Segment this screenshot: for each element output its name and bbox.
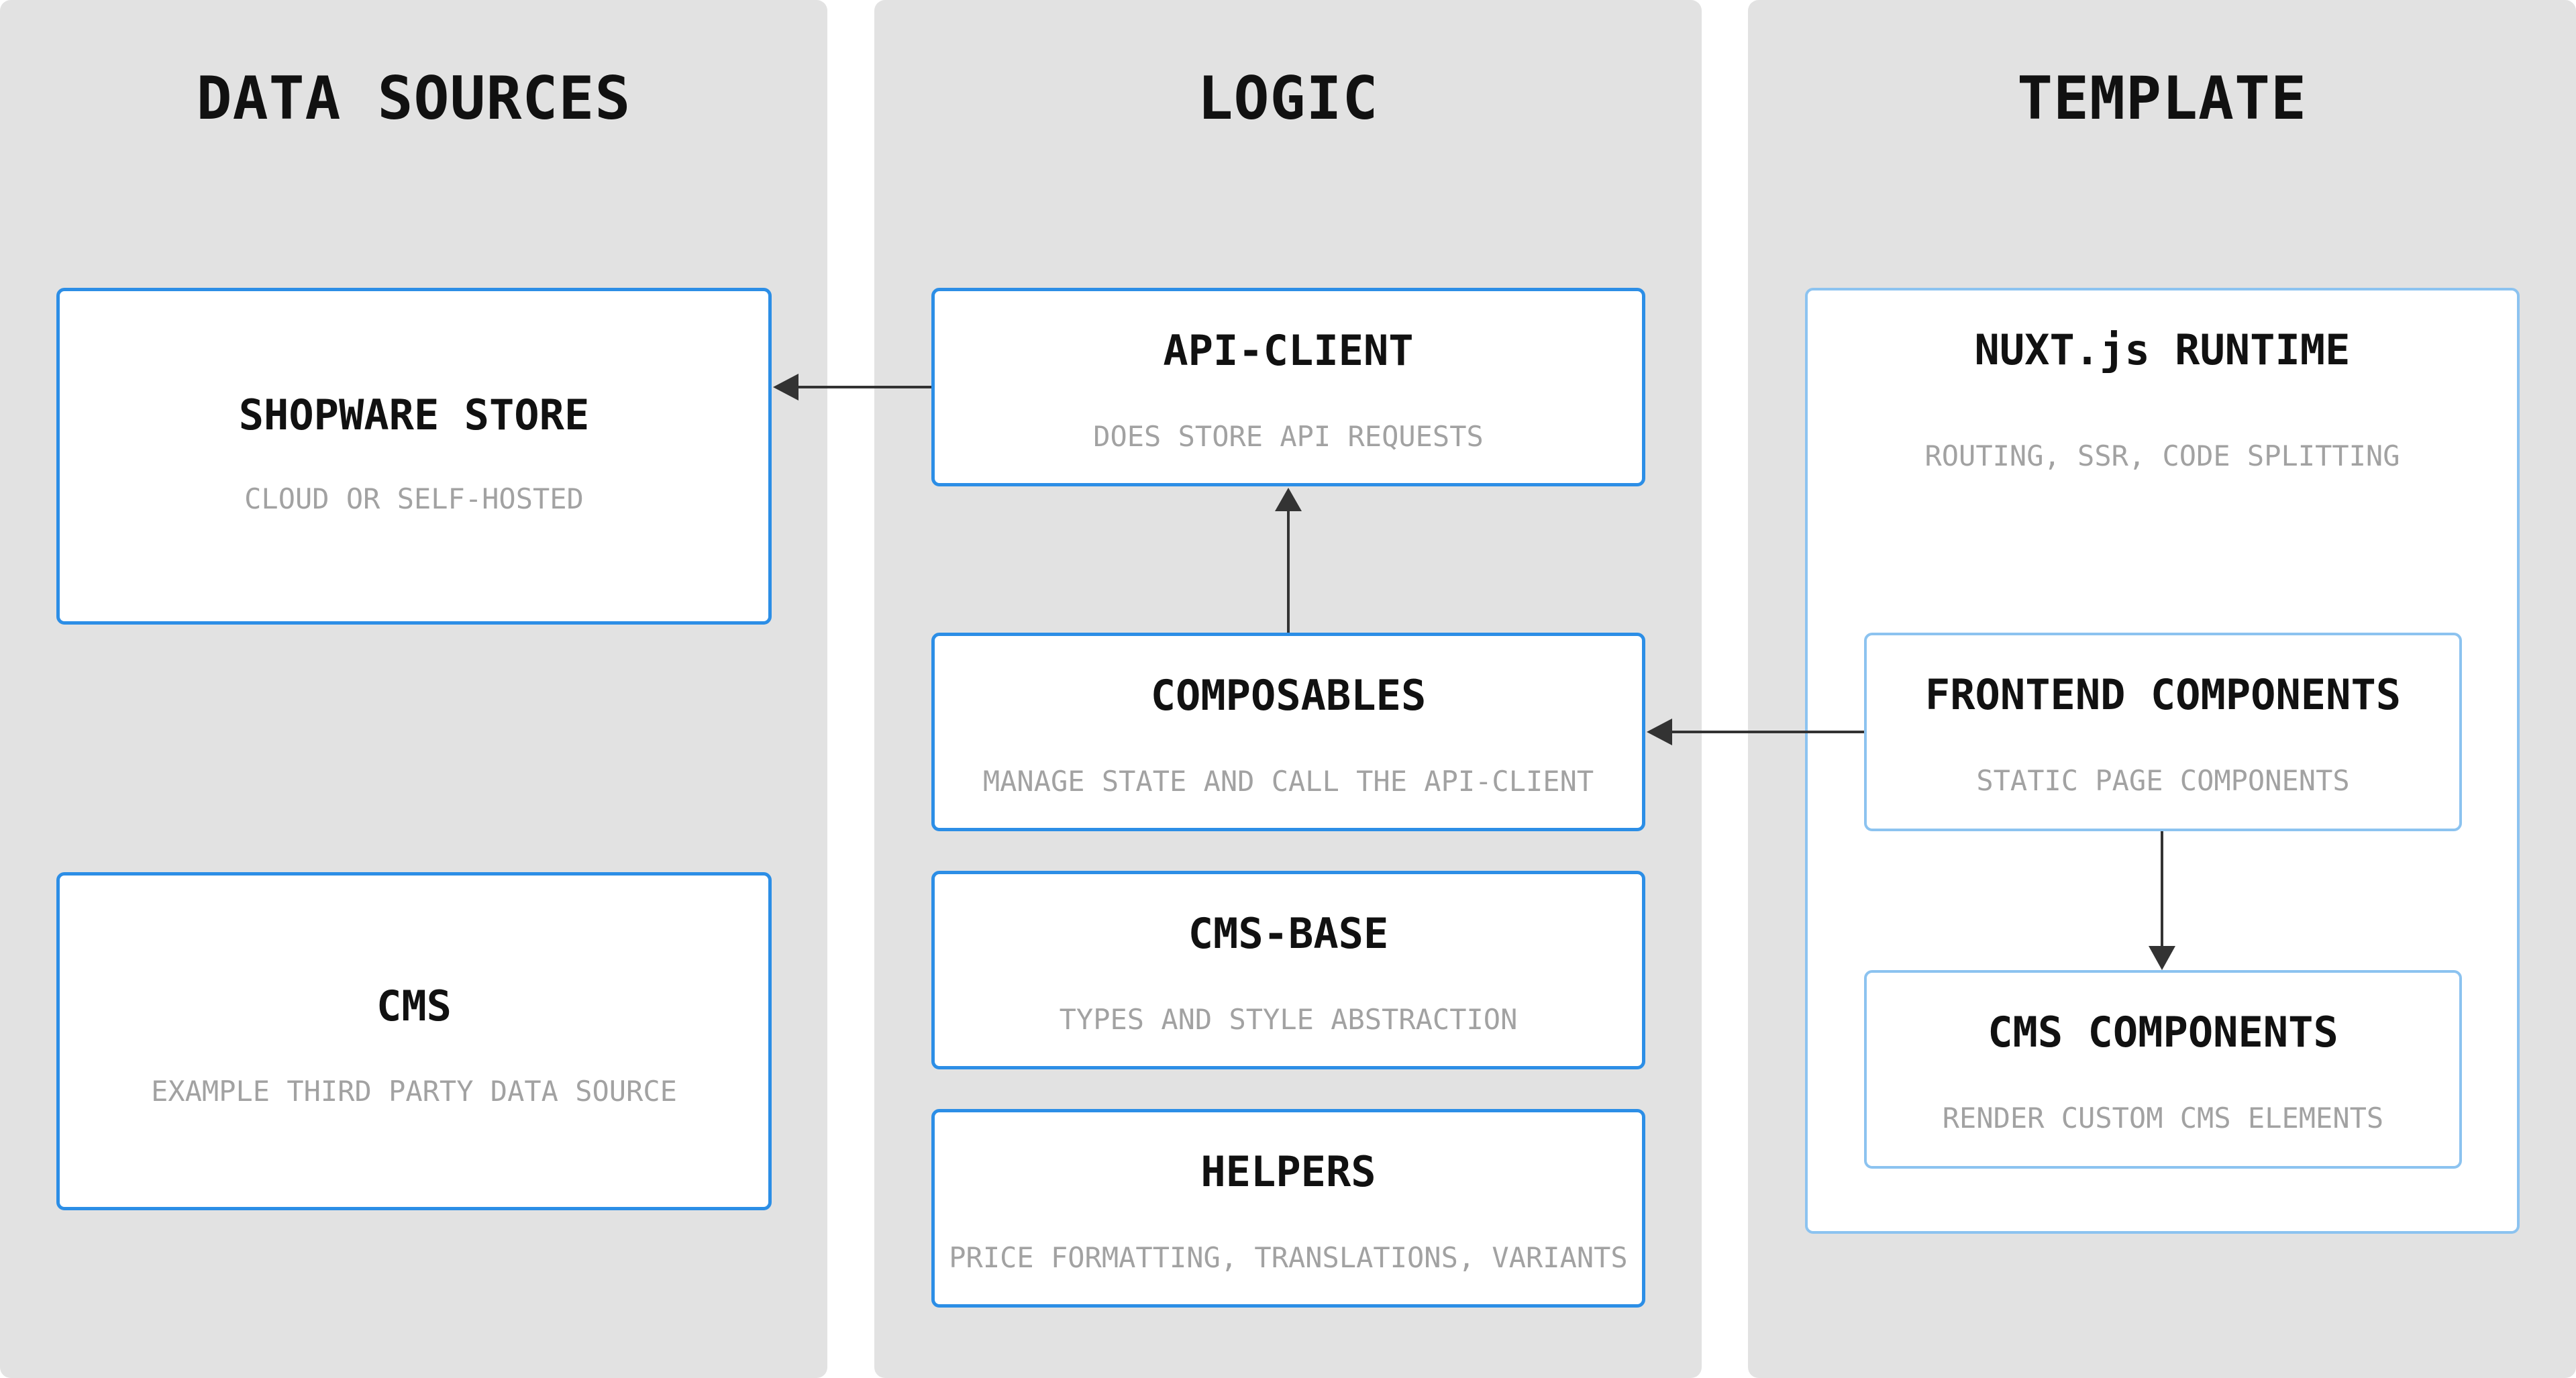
api-client-subtitle: DOES STORE API REQUESTS [1093, 420, 1484, 453]
cms-components-title: CMS COMPONENTS [1988, 1008, 2338, 1057]
column-title-logic: LOGIC [1197, 64, 1379, 133]
cms-components-subtitle: RENDER CUSTOM CMS ELEMENTS [1942, 1102, 2384, 1134]
shopware-store-title: SHOPWARE STORE [238, 390, 590, 439]
helpers-box: HELPERS PRICE FORMATTING, TRANSLATIONS, … [931, 1109, 1645, 1308]
composables-subtitle: MANAGE STATE AND CALL THE API-CLIENT [982, 765, 1594, 798]
shopware-store-box: SHOPWARE STORE CLOUD OR SELF-HOSTED [56, 288, 772, 625]
frontend-components-title: FRONTEND COMPONENTS [1924, 670, 2402, 719]
cms-subtitle: EXAMPLE THIRD PARTY DATA SOURCE [151, 1075, 677, 1108]
cms-base-subtitle: TYPES AND STYLE ABSTRACTION [1059, 1003, 1518, 1036]
frontend-components-box: FRONTEND COMPONENTS STATIC PAGE COMPONEN… [1864, 633, 2462, 831]
helpers-title: HELPERS [1200, 1147, 1376, 1196]
column-data-sources: DATA SOURCES SHOPWARE STORE CLOUD OR SEL… [0, 0, 827, 1378]
frontend-components-subtitle: STATIC PAGE COMPONENTS [1976, 764, 2350, 797]
nuxt-runtime-title: NUXT.js RUNTIME [1974, 325, 2351, 374]
column-logic: LOGIC API-CLIENT DOES STORE API REQUESTS… [874, 0, 1702, 1378]
cms-base-title: CMS-BASE [1188, 909, 1389, 958]
cms-title: CMS [376, 982, 452, 1030]
cms-box: CMS EXAMPLE THIRD PARTY DATA SOURCE [56, 872, 772, 1210]
column-template: TEMPLATE NUXT.js RUNTIME ROUTING, SSR, C… [1748, 0, 2576, 1378]
cms-base-box: CMS-BASE TYPES AND STYLE ABSTRACTION [931, 871, 1645, 1069]
shopware-store-subtitle: CLOUD OR SELF-HOSTED [244, 482, 584, 515]
composables-title: COMPOSABLES [1150, 671, 1427, 720]
api-client-box: API-CLIENT DOES STORE API REQUESTS [931, 288, 1645, 486]
nuxt-runtime-subtitle: ROUTING, SSR, CODE SPLITTING [1924, 439, 2400, 472]
column-title-template: TEMPLATE [2017, 64, 2307, 133]
api-client-title: API-CLIENT [1163, 326, 1414, 375]
cms-components-box: CMS COMPONENTS RENDER CUSTOM CMS ELEMENT… [1864, 970, 2462, 1169]
composables-box: COMPOSABLES MANAGE STATE AND CALL THE AP… [931, 633, 1645, 831]
helpers-subtitle: PRICE FORMATTING, TRANSLATIONS, VARIANTS [949, 1241, 1628, 1274]
column-title-data-sources: DATA SOURCES [196, 64, 631, 133]
